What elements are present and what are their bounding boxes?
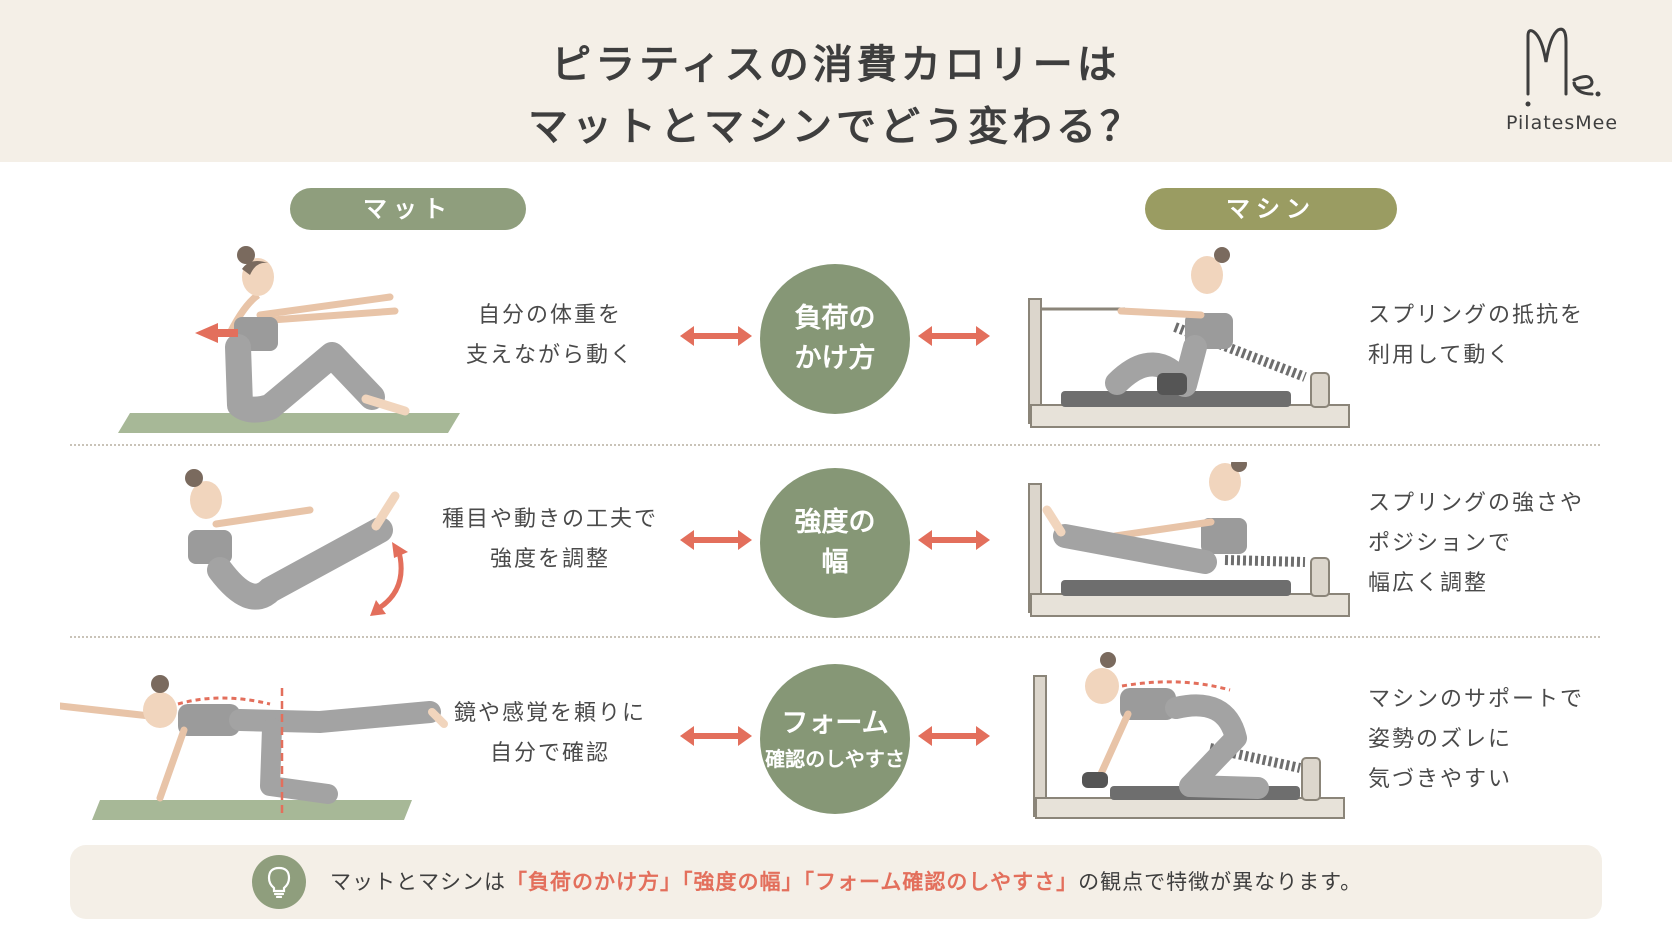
lightbulb-icon — [252, 855, 306, 909]
mat-illustration-form — [56, 668, 450, 832]
row-divider — [70, 444, 1600, 446]
double-arrow-icon — [918, 326, 990, 346]
mat-desc-intensity: 種目や動きの工夫で 強度を調整 — [420, 500, 680, 580]
topic-circle-load: 負荷の かけ方 — [760, 264, 910, 414]
topic-intensity-line2: 幅 — [821, 547, 849, 578]
header: ピラティスの消費カロリーは マットとマシンでどう変わる？ PilatesMee — [0, 0, 1672, 162]
mat-illustration-intensity — [150, 460, 420, 634]
topic-form-line2: 確認のしやすさ — [765, 747, 905, 771]
machine-column-label: マシン — [1145, 188, 1397, 230]
logo: PilatesMee — [1498, 22, 1626, 140]
summary-highlight-load: 「負荷のかけ方」 — [506, 870, 682, 894]
row-divider — [70, 636, 1600, 638]
double-arrow-icon — [680, 726, 752, 746]
machine-desc-form-line1: マシンのサポートで — [1368, 687, 1585, 712]
machine-illustration-form — [1030, 648, 1350, 828]
topic-circle-intensity: 強度の 幅 — [760, 468, 910, 618]
topic-intensity-line1: 強度の — [794, 507, 876, 538]
mat-desc-form-line2: 自分で確認 — [489, 741, 610, 766]
page-title-line1: ピラティスの消費カロリーは — [551, 42, 1121, 88]
machine-desc-form-line2: 姿勢のズレに — [1368, 727, 1513, 752]
summary-highlight-intensity: 「強度の幅」 — [682, 870, 804, 894]
machine-desc-load-line1: スプリングの抵抗を — [1368, 303, 1585, 328]
mat-desc-form: 鏡や感覚を頼りに 自分で確認 — [420, 694, 680, 774]
mat-desc-intensity-line1: 種目や動きの工夫で — [441, 507, 658, 532]
topic-form-line1: フォーム — [781, 708, 889, 739]
machine-desc-load: スプリングの抵抗を 利用して動く — [1368, 296, 1628, 376]
summary-prefix: マットとマシンは — [330, 870, 506, 894]
summary-text: マットとマシンは「負荷のかけ方」「強度の幅」「フォーム確認のしやすさ」の観点で特… — [330, 845, 1362, 919]
machine-illustration-load — [1025, 245, 1355, 444]
logo-text: PilatesMee — [1505, 112, 1619, 134]
machine-desc-intensity-line2: ポジションで — [1368, 531, 1513, 556]
mat-illustration-load — [110, 235, 470, 439]
machine-desc-load-line2: 利用して動く — [1368, 343, 1512, 368]
mat-desc-intensity-line2: 強度を調整 — [489, 547, 610, 572]
mat-column-label: マット — [290, 188, 526, 230]
topic-load-line2: かけ方 — [794, 343, 876, 374]
double-arrow-icon — [680, 326, 752, 346]
topic-circle-form: フォーム 確認のしやすさ — [760, 664, 910, 814]
mat-desc-load-line2: 支えながら動く — [465, 343, 634, 368]
double-arrow-icon — [918, 530, 990, 550]
summary-highlight-form: 「フォーム確認のしやすさ」 — [803, 870, 1079, 894]
machine-desc-form-line3: 気づきやすい — [1368, 767, 1513, 792]
machine-desc-intensity-line1: スプリングの強さや — [1368, 491, 1585, 516]
summary-suffix: の観点で特徴が異なります。 — [1078, 870, 1363, 894]
topic-load-line1: 負荷の — [794, 303, 876, 334]
page-title-line2: マットとマシンでどう変わる？ — [528, 104, 1144, 150]
machine-desc-intensity: スプリングの強さや ポジションで 幅広く調整 — [1368, 484, 1628, 604]
summary-footer: マットとマシンは「負荷のかけ方」「強度の幅」「フォーム確認のしやすさ」の観点で特… — [70, 845, 1602, 919]
double-arrow-icon — [680, 530, 752, 550]
mat-desc-form-line1: 鏡や感覚を頼りに — [453, 701, 646, 726]
double-arrow-icon — [918, 726, 990, 746]
logo-mark-icon — [1525, 27, 1601, 107]
machine-desc-intensity-line3: 幅広く調整 — [1368, 571, 1489, 596]
mat-desc-load: 自分の体重を 支えながら動く — [420, 296, 680, 376]
machine-desc-form: マシンのサポートで 姿勢のズレに 気づきやすい — [1368, 680, 1628, 800]
machine-illustration-intensity — [1025, 456, 1355, 631]
mat-desc-load-line1: 自分の体重を — [477, 303, 622, 328]
